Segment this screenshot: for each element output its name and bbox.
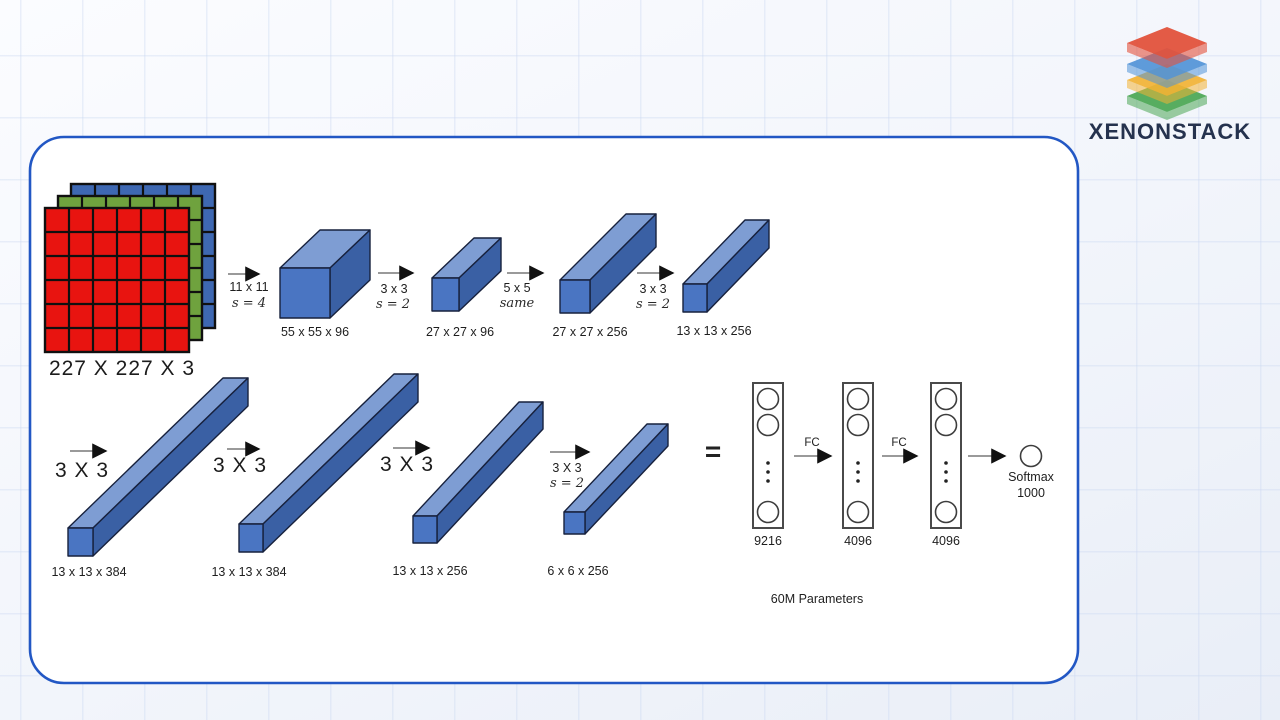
output-dim-label: 27 x 27 x 96 — [426, 325, 494, 339]
fc-size-label: 4096 — [844, 534, 872, 548]
kernel-size-label: 5 x 5 — [503, 281, 530, 295]
softmax-classes-label: 1000 — [1017, 486, 1045, 500]
equals-sign: = — [705, 436, 721, 467]
parameters-footnote: 60M Parameters — [771, 592, 863, 606]
stage-conv2: 5 x 5 same 27 x 27 x 256 — [500, 213, 657, 339]
conv-block-27x27x256 — [559, 213, 657, 314]
stride-label: s = 2 — [636, 297, 670, 312]
fc-arrow-2: FC — [882, 437, 919, 464]
stride-label: s = 4 — [232, 296, 266, 311]
stride-label: s = 2 — [376, 297, 410, 312]
conv-block-13x13x256 — [412, 401, 544, 544]
kernel-size-label: 3 x 3 — [380, 282, 407, 296]
output-dim-label: 13 x 13 x 256 — [676, 324, 751, 338]
stage-pool2: 3 x 3 s = 2 13 x 13 x 256 — [636, 219, 770, 338]
output-dim-label: 6 x 6 x 256 — [547, 564, 608, 578]
output-dim-label: 13 x 13 x 384 — [51, 565, 126, 579]
pool-block-27x27x96 — [431, 237, 502, 312]
xenonstack-logo: XENONSTACK — [1089, 27, 1251, 144]
output-dim-label: 27 x 27 x 256 — [552, 325, 627, 339]
output-dim-label: 13 x 13 x 256 — [392, 564, 467, 578]
softmax-output: Softmax 1000 — [968, 444, 1055, 500]
output-dim-label: 13 x 13 x 384 — [211, 565, 286, 579]
fc-size-label: 9216 — [754, 534, 782, 548]
input-tensor: 227 X 227 X 3 — [43, 182, 217, 380]
input-dim-label: 227 X 227 X 3 — [49, 357, 195, 380]
fc-arrow-1: FC — [794, 437, 833, 464]
kernel-size-label: 3 x 3 — [639, 282, 666, 296]
fc-label: FC — [804, 437, 819, 449]
conv-block-13x13x384-a — [67, 377, 249, 557]
stage-conv1: 11 x 11 s = 4 55 x 55 x 96 — [228, 229, 371, 339]
kernel-size-label: 3 X 3 — [213, 454, 267, 477]
input-grid-red — [43, 206, 191, 354]
conv-block-55x55x96 — [279, 229, 371, 319]
stage-conv3: 3 X 3 13 x 13 x 384 — [51, 377, 249, 579]
brand-name: XENONSTACK — [1089, 119, 1251, 144]
fc-layer-2: 4096 — [842, 382, 874, 548]
stage-pool3: 3 X 3 s = 2 6 x 6 x 256 — [547, 423, 669, 578]
stage-pool1: 3 x 3 s = 2 27 x 27 x 96 — [376, 237, 502, 339]
stage-conv5: 3 X 3 13 x 13 x 256 — [380, 401, 544, 578]
fc-layer-1: 9216 — [752, 382, 784, 548]
fc-size-label: 4096 — [932, 534, 960, 548]
stage-conv4: 3 X 3 13 x 13 x 384 — [211, 373, 419, 579]
padding-label: same — [500, 296, 535, 311]
stride-label: s = 2 — [550, 476, 584, 491]
conv-block-13x13x384-b — [238, 373, 419, 553]
logo-layers-icon — [1127, 27, 1207, 120]
pool-block-13x13x256 — [682, 219, 770, 313]
output-dim-label: 55 x 55 x 96 — [281, 325, 349, 339]
softmax-node — [1019, 444, 1043, 468]
kernel-size-label: 3 X 3 — [552, 461, 581, 475]
softmax-label: Softmax — [1008, 470, 1055, 484]
fc-layer-3: 4096 — [930, 382, 962, 548]
kernel-size-label: 11 x 11 — [229, 280, 268, 294]
fc-label: FC — [891, 437, 906, 449]
pool-block-6x6x256 — [563, 423, 669, 535]
kernel-size-label: 3 X 3 — [380, 453, 434, 476]
kernel-size-label: 3 X 3 — [55, 459, 109, 482]
